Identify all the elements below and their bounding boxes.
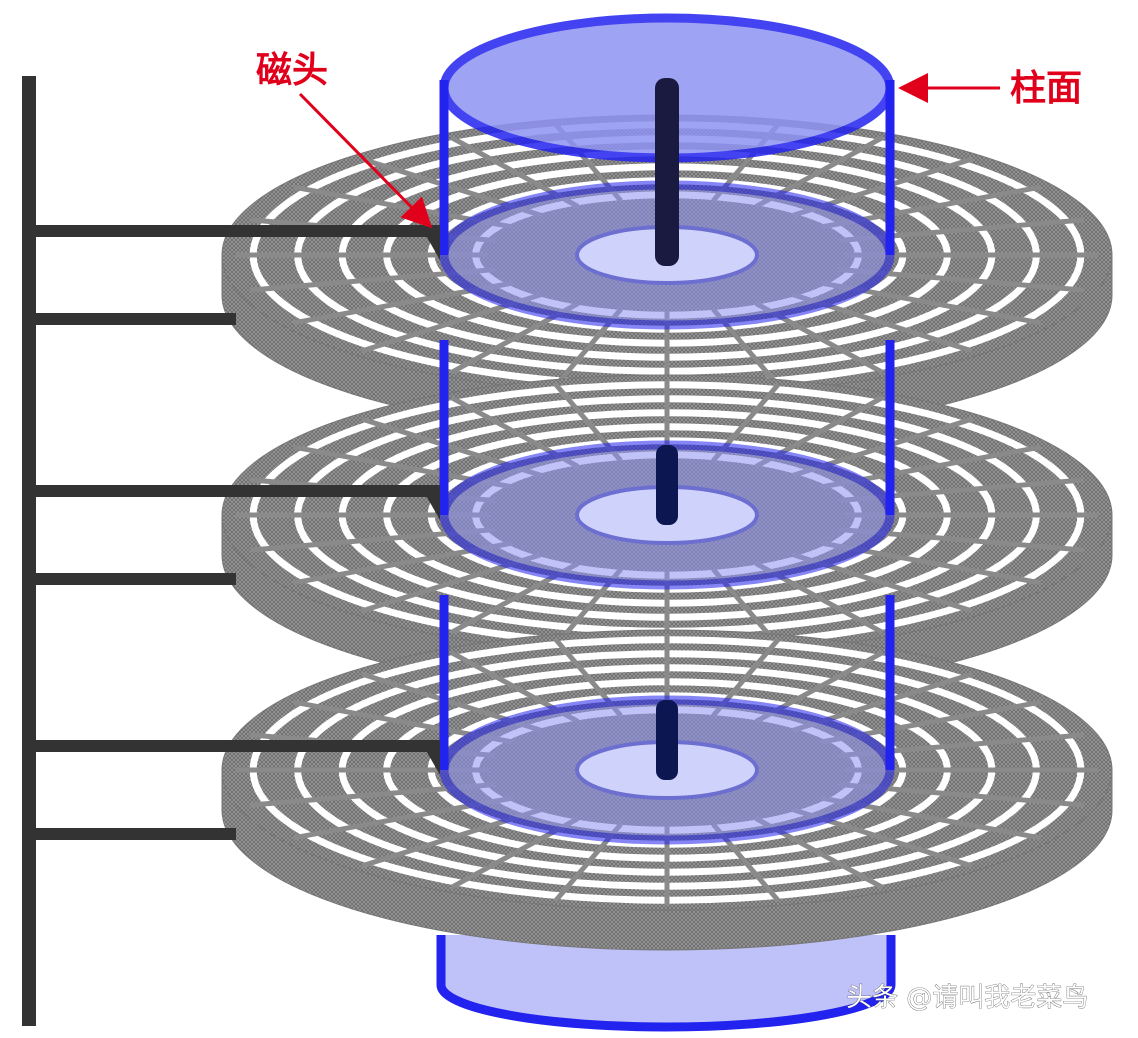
read-write-head — [420, 485, 440, 520]
spindle-segment — [656, 445, 678, 525]
head-arm-upper — [36, 740, 436, 752]
read-write-head — [420, 740, 440, 775]
head-annotation: 磁头 — [256, 50, 433, 229]
head-arm-lower — [36, 828, 236, 840]
spindle-segment — [656, 700, 678, 780]
head-arm-upper — [36, 485, 436, 497]
cylinder-bottom-segment — [436, 935, 896, 1032]
head-label: 磁头 — [256, 50, 328, 91]
head-arm-lower — [36, 313, 236, 325]
cylinder-annotation: 柱面 — [898, 68, 1082, 109]
actuator-arm — [22, 76, 440, 1026]
cylinder-top-cap — [439, 13, 895, 266]
cylinder-label: 柱面 — [1010, 68, 1082, 109]
read-write-head — [420, 225, 440, 260]
watermark-text: 头条 @请叫我老菜鸟 — [846, 983, 1088, 1013]
platter-3 — [221, 595, 1113, 951]
head-arm-upper — [36, 225, 436, 237]
head-arm-lower — [36, 573, 236, 585]
platter-2 — [221, 340, 1113, 696]
